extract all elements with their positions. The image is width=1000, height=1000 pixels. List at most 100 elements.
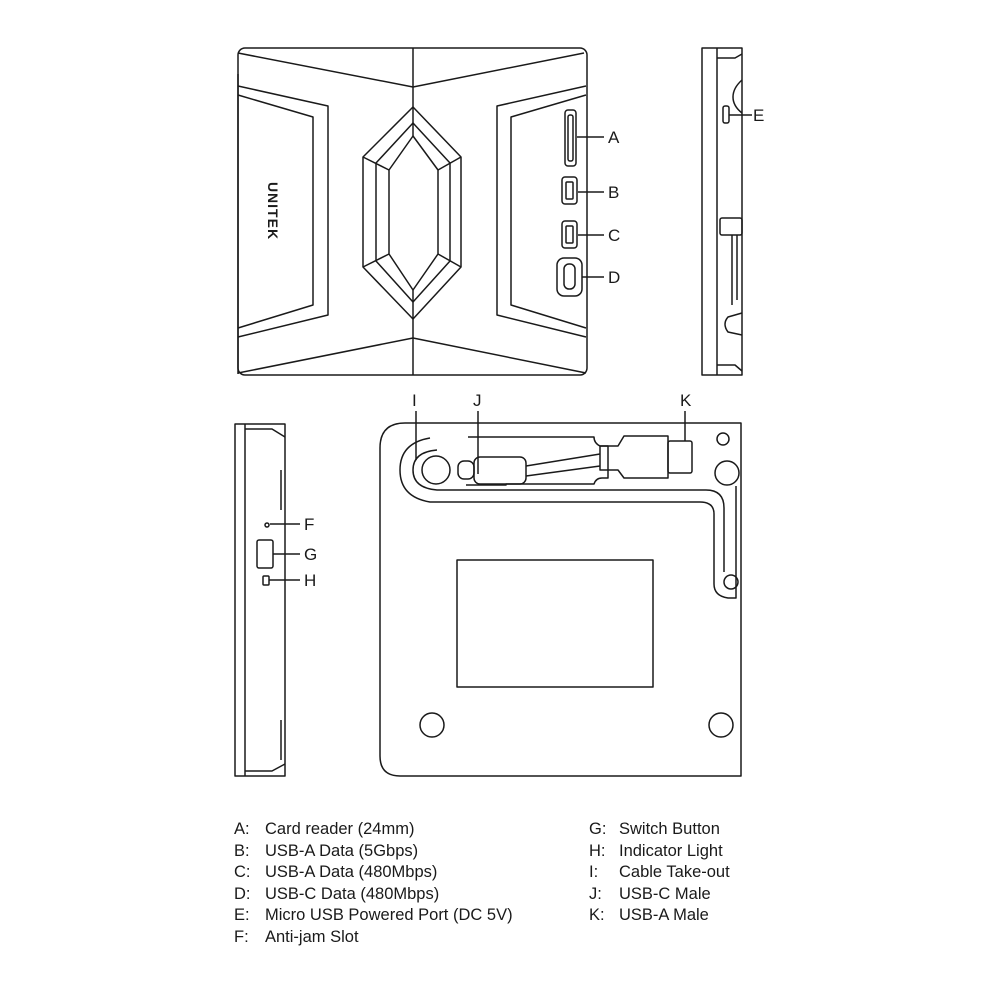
legend-right: G: Switch Button H: Indicator Light I: Cabl… <box>589 819 730 927</box>
hexagon-inner <box>388 135 439 291</box>
legend-key: I: <box>589 863 599 882</box>
anti-jam-slot <box>264 522 270 528</box>
callout-b: B <box>608 183 619 202</box>
legend-item: B: USB-A Data (5Gbps) <box>234 841 513 863</box>
cable-clip-hole <box>723 574 739 590</box>
callout-j: J <box>473 391 482 410</box>
legend-item: E: Micro USB Powered Port (DC 5V) <box>234 905 513 927</box>
legend-text: USB-C Male <box>619 884 711 903</box>
legend-item: I: Cable Take-out <box>589 862 730 884</box>
legend-text: Cable Take-out <box>619 863 730 882</box>
legend-item: K: USB-A Male <box>589 905 730 927</box>
bottom-view-body <box>379 422 742 777</box>
label-plate <box>456 559 654 688</box>
left-bevel-inner <box>237 94 314 329</box>
side-view-left-detail <box>245 763 286 772</box>
side-view-right-notch <box>732 79 743 114</box>
usb-a-male-tip <box>667 440 693 474</box>
legend-text: USB-A Data (480Mbps) <box>265 863 438 882</box>
cable-channel-outer <box>399 437 737 599</box>
legend-key: J: <box>589 884 602 903</box>
usb-a-480mbps-port <box>561 220 578 249</box>
legend-text: Card reader (24mm) <box>265 820 415 838</box>
side-view-right-body <box>701 47 743 376</box>
left-bevel-outer <box>237 85 329 338</box>
legend-key: C: <box>234 863 251 882</box>
side-view-left-detail <box>245 428 286 438</box>
legend-key: B: <box>234 841 250 860</box>
side-view-right-bump <box>724 312 743 336</box>
switch-button <box>256 539 274 569</box>
callout-g: G <box>304 545 317 564</box>
callout-e: E <box>753 106 764 125</box>
right-side-view <box>701 47 752 376</box>
callout-i: I <box>412 391 417 410</box>
callout-k: K <box>680 391 692 410</box>
legend-key: H: <box>589 841 606 860</box>
screw-hole <box>419 712 445 738</box>
legend-text: USB-A Data (5Gbps) <box>265 841 419 860</box>
hexagon-facet <box>362 156 390 171</box>
side-view-right-detail <box>717 53 743 59</box>
legend-item: A: Card reader (24mm) <box>234 819 513 841</box>
legend-key: F: <box>234 927 249 946</box>
card-reader-slot <box>564 109 577 167</box>
usb-a-5gbps-port <box>561 176 578 205</box>
usb-c-port <box>563 263 576 290</box>
hexagon-facet <box>437 156 462 171</box>
usb-c-male-plug <box>473 456 527 485</box>
side-view-right-detail <box>717 364 743 372</box>
screw-hole <box>708 712 734 738</box>
cable-clip <box>719 217 743 236</box>
usb-a-480mbps-port-inner <box>565 225 574 244</box>
legend-left: A: Card reader (24mm) B: USB-A Data (5Gbps… <box>234 819 513 949</box>
callout-c: C <box>608 226 620 245</box>
hexagon-facet <box>437 253 462 268</box>
side-view-left-body <box>234 423 286 777</box>
top-view: UNITEK <box>237 47 604 376</box>
legend-item: C: USB-A Data (480Mbps) <box>234 862 513 884</box>
indicator-light <box>262 575 270 586</box>
legend-key: A: <box>234 820 250 838</box>
brand-logo: UNITEK <box>265 182 281 240</box>
hexagon-facet <box>362 253 390 268</box>
top-facet-upper <box>237 52 585 88</box>
callout-d: D <box>608 268 620 287</box>
callout-labels: A B C D E F G H I J K <box>304 106 764 590</box>
legend-item: D: USB-C Data (480Mbps) <box>234 884 513 906</box>
bottom-view <box>379 411 742 777</box>
legend-text: USB-C Data (480Mbps) <box>265 884 440 903</box>
legend-key: G: <box>589 820 607 838</box>
hexagon-middle <box>375 122 451 303</box>
callout-f: F <box>304 515 314 534</box>
callout-a: A <box>608 128 620 147</box>
legend-key: D: <box>234 884 251 903</box>
legend-key: E: <box>234 906 250 925</box>
legend-key: K: <box>589 906 605 925</box>
legend-text: USB-A Male <box>619 906 709 925</box>
legend-item: J: USB-C Male <box>589 884 730 906</box>
legend-text: Micro USB Powered Port (DC 5V) <box>265 906 513 925</box>
right-bevel-outer <box>496 85 587 338</box>
usb-c-cable <box>525 453 601 477</box>
top-facet-lower <box>237 337 587 374</box>
legend-text: Switch Button <box>619 820 720 838</box>
micro-usb-port <box>722 105 730 124</box>
usb-a-male-plug <box>599 435 669 479</box>
legend-text: Indicator Light <box>619 841 723 860</box>
usb-c-male-tip <box>457 460 475 480</box>
usb-a-5gbps-port-inner <box>565 181 574 200</box>
cable-anchor-hole <box>421 455 451 485</box>
legend-item: H: Indicator Light <box>589 841 730 863</box>
legend-text: Anti-jam Slot <box>265 927 359 946</box>
callout-h: H <box>304 571 316 590</box>
left-side-view <box>234 423 300 777</box>
legend-item: F: Anti-jam Slot <box>234 927 513 949</box>
cable-channel-inner <box>412 449 725 572</box>
legend-item: G: Switch Button <box>589 819 730 841</box>
screw-hole <box>714 460 740 486</box>
right-bevel-inner <box>510 94 587 329</box>
cable-channel-top <box>466 436 609 486</box>
card-reader-slot-inner <box>567 114 574 162</box>
